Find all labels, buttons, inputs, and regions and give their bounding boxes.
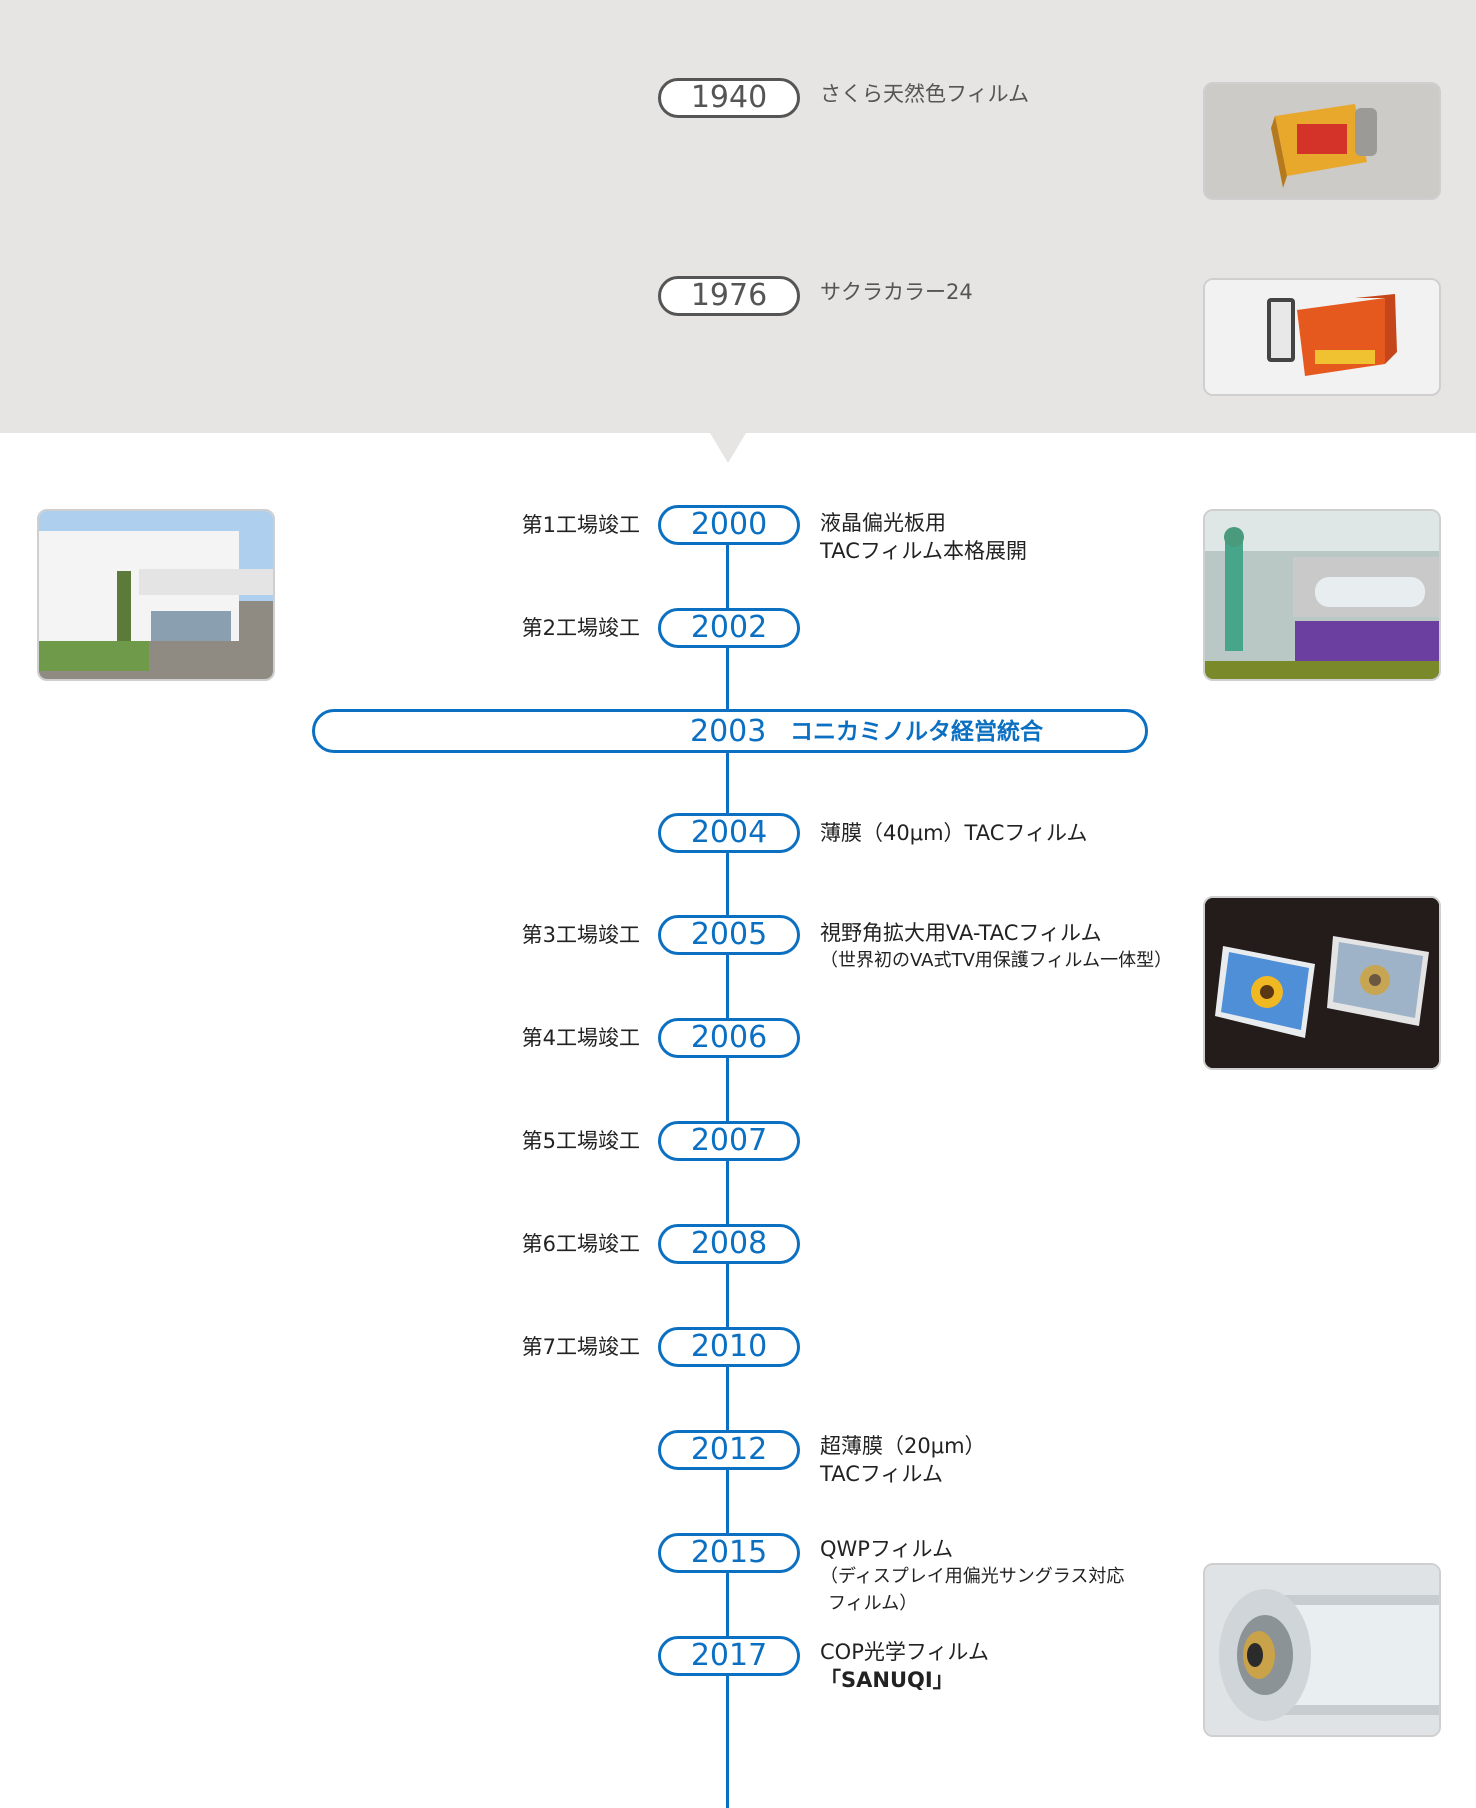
factory-label: 第7工場竣工: [521, 1335, 640, 1359]
year-badge: 2004: [658, 813, 800, 853]
event-description: 超薄膜（20μm） TACフィルム: [820, 1432, 986, 1488]
year-badge: 2015: [658, 1533, 800, 1573]
cop-film-roll-photo: [1203, 1563, 1441, 1737]
event-note: フィルム）: [828, 1593, 918, 1614]
year-badge: 2000: [658, 505, 800, 545]
factory-label: 第1工場竣工: [521, 513, 640, 537]
year-badge: 2008: [658, 1224, 800, 1264]
merger-title: コニカミノルタ経営統合: [790, 719, 1043, 745]
film-box-illustration: [1205, 84, 1439, 198]
section-arrow: [710, 433, 746, 463]
production-line-illustration: [1205, 511, 1439, 679]
color-film-illustration: [1205, 280, 1439, 394]
factory-building-illustration: [39, 511, 273, 679]
merger-banner: 2003 コニカミノルタ経営統合: [312, 709, 1148, 753]
factory-label: 第4工場竣工: [521, 1026, 640, 1050]
event-description: さくら天然色フィルム: [820, 82, 1030, 106]
color-film-photo: [1203, 278, 1441, 396]
event-note: （世界初のVA式TV用保護フィルム一体型）: [820, 950, 1173, 971]
factory-label: 第6工場竣工: [521, 1232, 640, 1256]
event-line: 液晶偏光板用: [820, 511, 946, 535]
event-description: QWPフィルム （ディスプレイ用偏光サングラス対応 フィルム）: [820, 1535, 1124, 1617]
year-badge: 2002: [658, 608, 800, 648]
year-badge: 2017: [658, 1636, 800, 1676]
tac-film-production-photo: [1203, 509, 1441, 681]
merger-year: 2003: [690, 714, 767, 749]
year-badge: 2005: [658, 915, 800, 955]
sunflower-panels-illustration: [1205, 898, 1439, 1068]
film-box-photo: [1203, 82, 1441, 200]
event-description: COP光学フィルム 「SANUQI」: [820, 1638, 989, 1694]
event-description: 液晶偏光板用 TACフィルム本格展開: [820, 509, 1027, 565]
event-note: （ディスプレイ用偏光サングラス対応: [820, 1566, 1125, 1587]
year-badge: 2007: [658, 1121, 800, 1161]
factory-label: 第2工場竣工: [521, 616, 640, 640]
event-description: 視野角拡大用VA-TACフィルム （世界初のVA式TV用保護フィルム一体型）: [820, 919, 1172, 974]
year-badge: 2012: [658, 1430, 800, 1470]
timeline-line: [726, 520, 729, 1808]
event-line: TACフィルム本格展開: [820, 539, 1028, 563]
event-line: COP光学フィルム: [820, 1640, 990, 1664]
va-tac-film-photo: [1203, 896, 1441, 1070]
year-badge: 1940: [658, 78, 800, 118]
event-line: TACフィルム: [820, 1462, 944, 1486]
event-line: 視野角拡大用VA-TACフィルム: [820, 921, 1102, 945]
factory-building-photo: [37, 509, 275, 681]
film-roll-illustration: [1205, 1565, 1439, 1735]
product-name: 「SANUQI」: [820, 1668, 954, 1692]
event-line: QWPフィルム: [820, 1537, 954, 1561]
factory-label: 第3工場竣工: [521, 923, 640, 947]
event-line: 超薄膜（20μm）: [820, 1434, 986, 1458]
year-badge: 2006: [658, 1018, 800, 1058]
event-description: 薄膜（40μm）TACフィルム: [820, 821, 1088, 845]
year-badge: 2010: [658, 1327, 800, 1367]
year-badge: 1976: [658, 276, 800, 316]
factory-label: 第5工場竣工: [521, 1129, 640, 1153]
event-description: サクラカラー24: [820, 280, 973, 304]
